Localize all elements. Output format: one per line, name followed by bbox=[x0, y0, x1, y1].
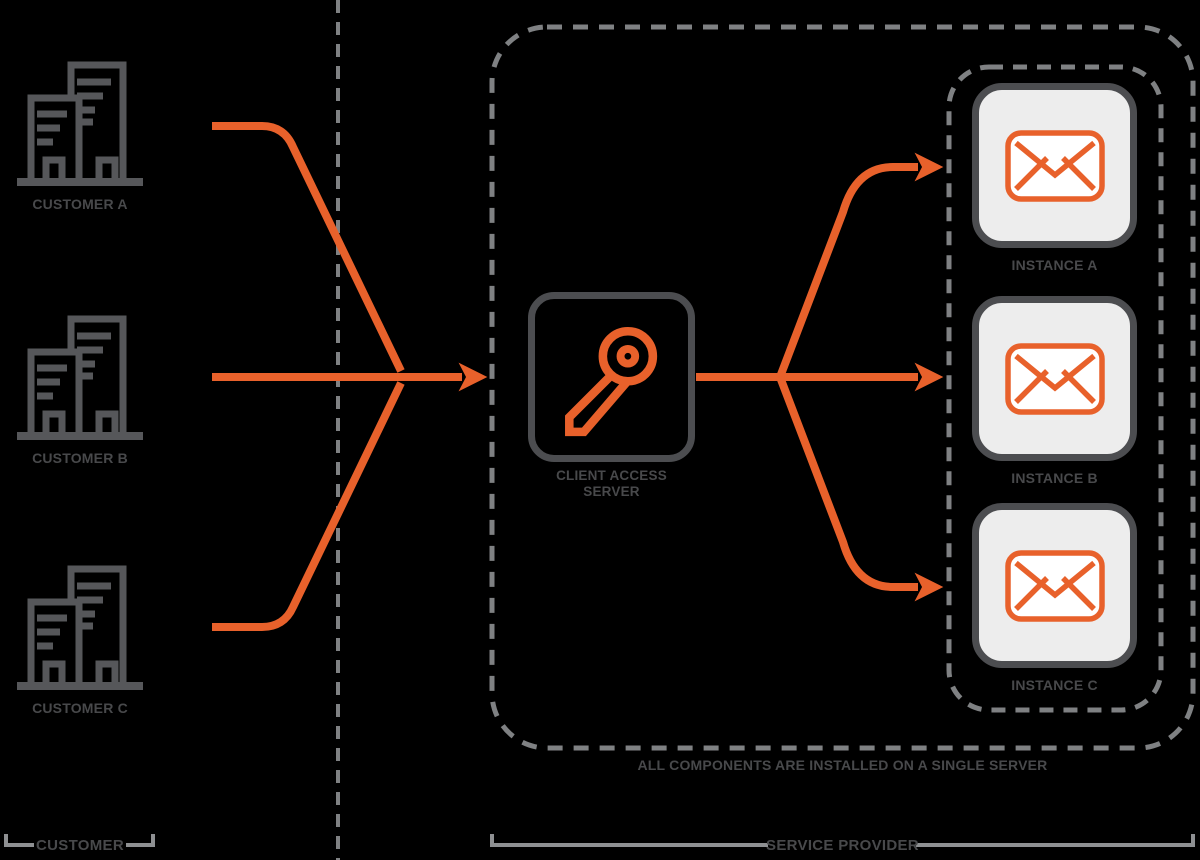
instance-c-label: INSTANCE C bbox=[1011, 677, 1098, 693]
service-provider-boundary bbox=[489, 24, 1196, 751]
client-access-server-box bbox=[528, 292, 695, 462]
customer-b-block: CUSTOMER B bbox=[15, 312, 145, 466]
client-access-server-label: CLIENT ACCESS SERVER bbox=[528, 468, 695, 500]
customer-zone-bracket bbox=[4, 834, 155, 847]
instance-a-box bbox=[972, 83, 1137, 248]
instance-c-box bbox=[972, 503, 1137, 668]
envelope-icon bbox=[1004, 549, 1105, 622]
building-icon bbox=[17, 61, 143, 186]
building-icon bbox=[17, 315, 143, 440]
client-access-server-label-line2: SERVER bbox=[583, 484, 640, 499]
key-icon bbox=[564, 326, 657, 437]
customer-b-label: CUSTOMER B bbox=[32, 450, 128, 466]
building-icon bbox=[17, 565, 143, 690]
envelope-icon bbox=[1004, 129, 1105, 202]
arrow-customer-c bbox=[212, 381, 405, 631]
customer-c-block: CUSTOMER C bbox=[15, 562, 145, 716]
instance-b-label: INSTANCE B bbox=[1011, 470, 1098, 486]
instance-b-box bbox=[972, 296, 1137, 461]
arrow-to-instance-c bbox=[776, 375, 944, 602]
customer-a-block: CUSTOMER A bbox=[15, 58, 145, 212]
service-provider-zone-label: SERVICE PROVIDER bbox=[766, 837, 919, 854]
arrow-to-instance-a bbox=[776, 152, 944, 379]
customer-a-label: CUSTOMER A bbox=[32, 196, 128, 212]
instance-a-label: INSTANCE A bbox=[1011, 257, 1098, 273]
customer-c-label: CUSTOMER C bbox=[32, 700, 128, 716]
customer-zone-label: CUSTOMER bbox=[36, 837, 124, 854]
arrow-customer-a bbox=[212, 122, 405, 373]
service-provider-zone-bracket bbox=[490, 834, 1195, 847]
instances-boundary bbox=[946, 64, 1164, 713]
single-server-note: ALL COMPONENTS ARE INSTALLED ON A SINGLE… bbox=[637, 757, 1048, 773]
envelope-icon bbox=[1004, 342, 1105, 415]
client-access-server-label-line1: CLIENT ACCESS bbox=[556, 468, 667, 483]
